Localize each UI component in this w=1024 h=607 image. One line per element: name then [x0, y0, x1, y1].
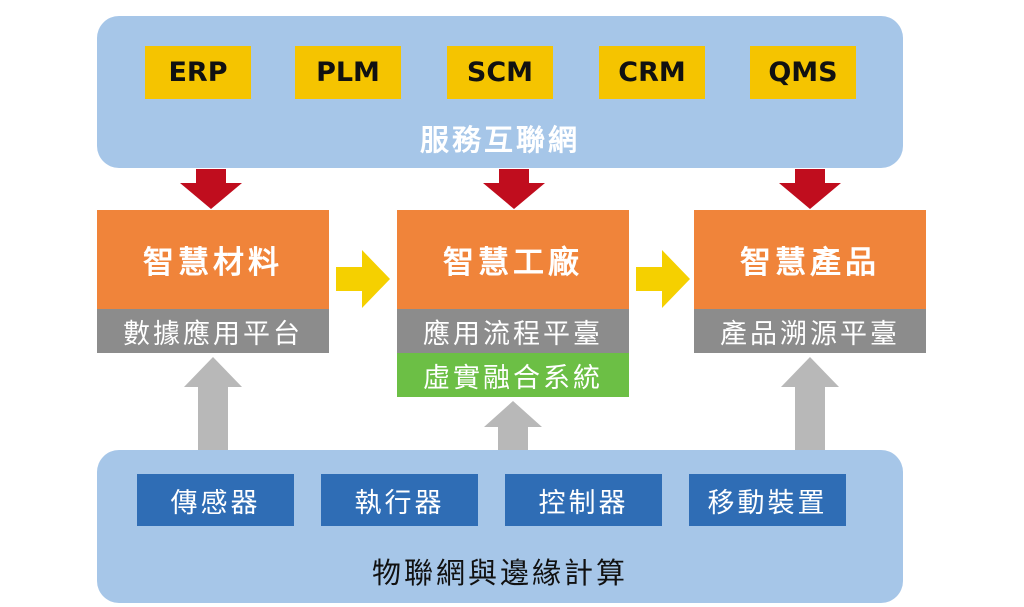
platform-product-traceability: 產品溯源平臺 — [694, 309, 926, 353]
module-smart-materials: 智慧材料 — [97, 210, 329, 309]
down-arrow-product — [779, 169, 841, 209]
down-arrow-factory — [483, 169, 545, 209]
device-box-mobile: 移動裝置 — [689, 474, 846, 526]
flow-arrow-materials-to-factory — [336, 250, 390, 308]
module-smart-product: 智慧產品 — [694, 210, 926, 309]
system-box-scm: SCM — [447, 46, 553, 99]
platform-cyber-physical: 虛實融合系統 — [397, 353, 629, 397]
module-smart-factory: 智慧工廠 — [397, 210, 629, 309]
system-box-crm: CRM — [599, 46, 705, 99]
system-box-erp: ERP — [145, 46, 251, 99]
device-box-controller: 控制器 — [505, 474, 662, 526]
platform-data-application: 數據應用平台 — [97, 309, 329, 353]
device-box-sensor: 傳感器 — [137, 474, 294, 526]
system-box-qms: QMS — [750, 46, 856, 99]
up-arrow-factory — [484, 401, 542, 453]
service-internet-label: 服務互聯網 — [419, 123, 580, 157]
system-box-plm: PLM — [295, 46, 401, 99]
device-box-actuator: 執行器 — [321, 474, 478, 526]
platform-application-process: 應用流程平臺 — [397, 309, 629, 353]
up-arrow-product — [781, 357, 839, 453]
up-arrow-materials — [184, 357, 242, 453]
down-arrow-materials — [180, 169, 242, 209]
flow-arrow-factory-to-product — [636, 250, 690, 308]
iot-edge-label: 物聯網與邊緣計算 — [371, 556, 628, 590]
